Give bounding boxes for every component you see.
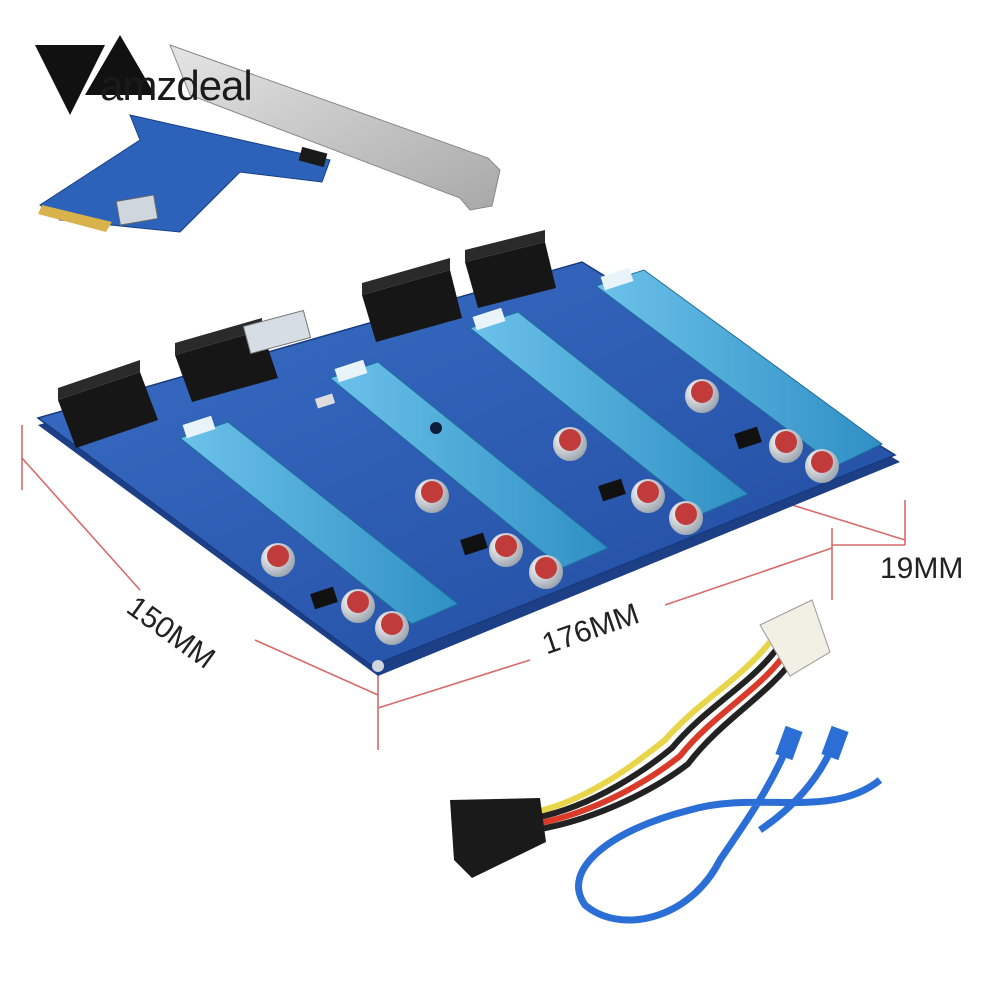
adapter-chip: [298, 146, 328, 168]
slot-latch-4: [600, 267, 634, 291]
power-connector-1: [58, 360, 158, 448]
ic-chips: [310, 393, 762, 610]
metal-bracket: [169, 44, 501, 211]
dimension-height-label: 19MM: [880, 552, 964, 585]
sata-power-cable: [450, 599, 831, 878]
logo-triangle-right: [85, 35, 155, 95]
sata-connector: [450, 798, 546, 878]
power-connector-3: [362, 258, 462, 342]
board-usb-port: [242, 309, 312, 355]
adapter-pcb: [39, 114, 331, 233]
pcie-adapter-card: [38, 44, 501, 233]
brand-logo: [35, 35, 155, 115]
brand-name: amzdeal: [100, 62, 253, 109]
slot-latch-3: [472, 307, 506, 331]
usb-plug-1: [775, 725, 803, 761]
mount-hole-center: [430, 422, 442, 434]
power-connector-4: [465, 230, 556, 308]
adapter-usb-port: [115, 194, 159, 226]
capacitors: [261, 379, 839, 645]
pcie-gold-fingers: [38, 205, 112, 232]
slot-latch-1: [182, 415, 216, 439]
slot-latch-2: [334, 359, 368, 383]
mount-hole-corner: [372, 660, 384, 672]
molex-connector: [759, 599, 831, 677]
usb3-cable: [575, 725, 883, 924]
riser-board: [36, 230, 900, 676]
usb-plug-2: [821, 725, 849, 761]
dimension-lines: [21, 425, 906, 750]
logo-triangle-left: [35, 45, 105, 115]
